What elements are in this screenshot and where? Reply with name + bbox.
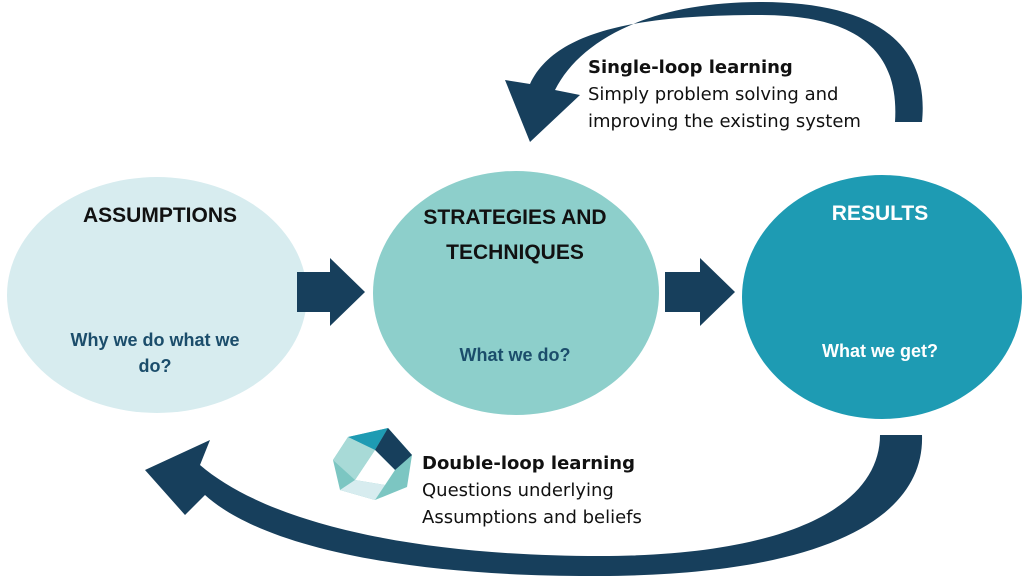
strategies-title: STRATEGIES AND TECHNIQUES xyxy=(423,206,607,264)
results-title: RESULTS xyxy=(831,202,929,225)
assumptions-circle xyxy=(7,177,307,413)
strategies-circle xyxy=(373,171,659,415)
single-loop-caption: Single-loop learning Simply problem solv… xyxy=(588,54,861,135)
assumptions-question: Why we do what we do? xyxy=(70,330,240,376)
double-loop-title: Double-loop learning xyxy=(422,453,635,474)
arrow-right-icon xyxy=(665,258,735,326)
results-circle xyxy=(742,175,1022,419)
hexagon-logo-icon xyxy=(333,428,412,500)
single-loop-line2: improving the existing system xyxy=(588,111,861,132)
strategies-question: What we do? xyxy=(459,345,571,365)
single-loop-line1: Simply problem solving and xyxy=(588,84,839,105)
double-loop-caption: Double-loop learning Questions underlyin… xyxy=(422,450,642,531)
single-loop-title: Single-loop learning xyxy=(588,57,793,78)
double-loop-arrow xyxy=(145,435,923,577)
double-loop-line1: Questions underlying xyxy=(422,480,614,501)
double-loop-line2: Assumptions and beliefs xyxy=(422,507,642,528)
arrow-right-icon xyxy=(297,258,365,326)
assumptions-title: ASSUMPTIONS xyxy=(82,204,237,227)
results-question: What we get? xyxy=(822,341,938,361)
